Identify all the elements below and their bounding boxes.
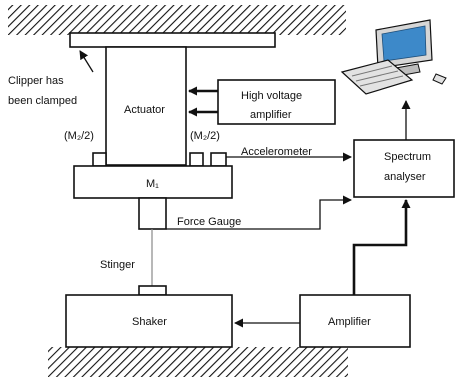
- actuator-label: Actuator: [124, 104, 165, 116]
- desktop-computer-icon: [340, 19, 447, 95]
- spectrum-label-line2: analyser: [384, 171, 426, 183]
- force-gauge-box: [138, 197, 167, 230]
- hatched-ceiling-icon: [8, 5, 346, 35]
- half-mass-right-label: (M₂/2): [190, 130, 220, 142]
- half-mass-left-block: [92, 152, 107, 167]
- mass-m1-label: M₁: [146, 178, 159, 190]
- hatched-ground-icon: [48, 347, 348, 377]
- stinger-tip: [138, 285, 167, 296]
- accelerometer-block: [210, 152, 227, 167]
- high-voltage-label-line1: High voltage: [241, 90, 302, 102]
- clipper-plate: [69, 32, 276, 48]
- clipper-label-line1: Clipper has: [8, 75, 64, 87]
- amplifier-label: Amplifier: [328, 316, 371, 328]
- half-mass-left-label: (M₂/2): [64, 130, 94, 142]
- high-voltage-label-line2: amplifier: [250, 109, 292, 121]
- clipper-label-line2: been clamped: [8, 95, 77, 107]
- amplifier-box: [299, 294, 411, 348]
- mass-m1-box: [73, 165, 233, 199]
- high-voltage-amplifier-box: [217, 79, 336, 125]
- shaker-label: Shaker: [132, 316, 167, 328]
- half-mass-right-block: [189, 152, 204, 167]
- amplifier-to-analyser-line: [352, 199, 411, 295]
- accelerometer-label: Accelerometer: [241, 146, 312, 158]
- spectrum-analyser-box: [353, 139, 455, 198]
- stinger-label: Stinger: [100, 259, 135, 271]
- force-gauge-signal-line: [166, 195, 352, 230]
- spectrum-label-line1: Spectrum: [384, 151, 431, 163]
- clipper-arrow: [79, 50, 94, 73]
- force-gauge-label: Force Gauge: [177, 216, 241, 228]
- actuator-box: [105, 46, 187, 166]
